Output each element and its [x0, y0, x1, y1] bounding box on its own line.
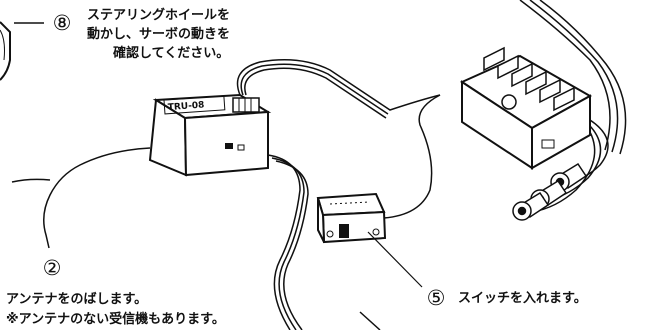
step-5-callout: ⑤ スイッチを入れます。 [427, 286, 587, 310]
step-8-line-1: ステアリングホイールを [87, 7, 230, 23]
step-5-leader-line [367, 231, 423, 288]
esc-side-port [541, 139, 555, 149]
receiver-model-label: TRU-08 [168, 100, 205, 113]
receiver-led [225, 143, 233, 149]
esc-heatsink-fins [483, 46, 575, 112]
step-2-line-1: アンテナをのばします。 [6, 292, 147, 307]
antenna-wire [11, 147, 151, 249]
receiver: TRU-08 [148, 93, 272, 177]
step-5-line-1: スイッチを入れます。 [458, 291, 587, 306]
step-2-line-2: ※アンテナのない受信機もあります。 [6, 311, 225, 327]
receiver-connector [232, 97, 260, 113]
step-2-callout: ② アンテナをのばします。 ※アンテナのない受信機もあります。 [6, 256, 225, 327]
servo-wires [236, 0, 627, 155]
esc-side [531, 94, 591, 170]
bullet-plugs [512, 162, 588, 221]
esc-fan-hub [501, 94, 517, 110]
step-8-line-2: 動かし、サーボの動きを [87, 26, 230, 42]
step-8-line-3: 確認してください。 [113, 45, 229, 61]
step-2-number: ② [43, 256, 62, 280]
switch-lever [339, 224, 349, 238]
esc [459, 46, 593, 170]
step-8-number: ⑧ [53, 11, 72, 35]
receiver-switch-cable [267, 94, 441, 330]
switch-unit [316, 192, 423, 288]
transmitter-fragment [0, 21, 11, 81]
step-8-callout: ⑧ ステアリングホイールを 動かし、サーボの動きを 確認してください。 [14, 7, 230, 61]
step-5-number: ⑤ [427, 286, 446, 310]
receiver-label-plate [163, 95, 226, 115]
